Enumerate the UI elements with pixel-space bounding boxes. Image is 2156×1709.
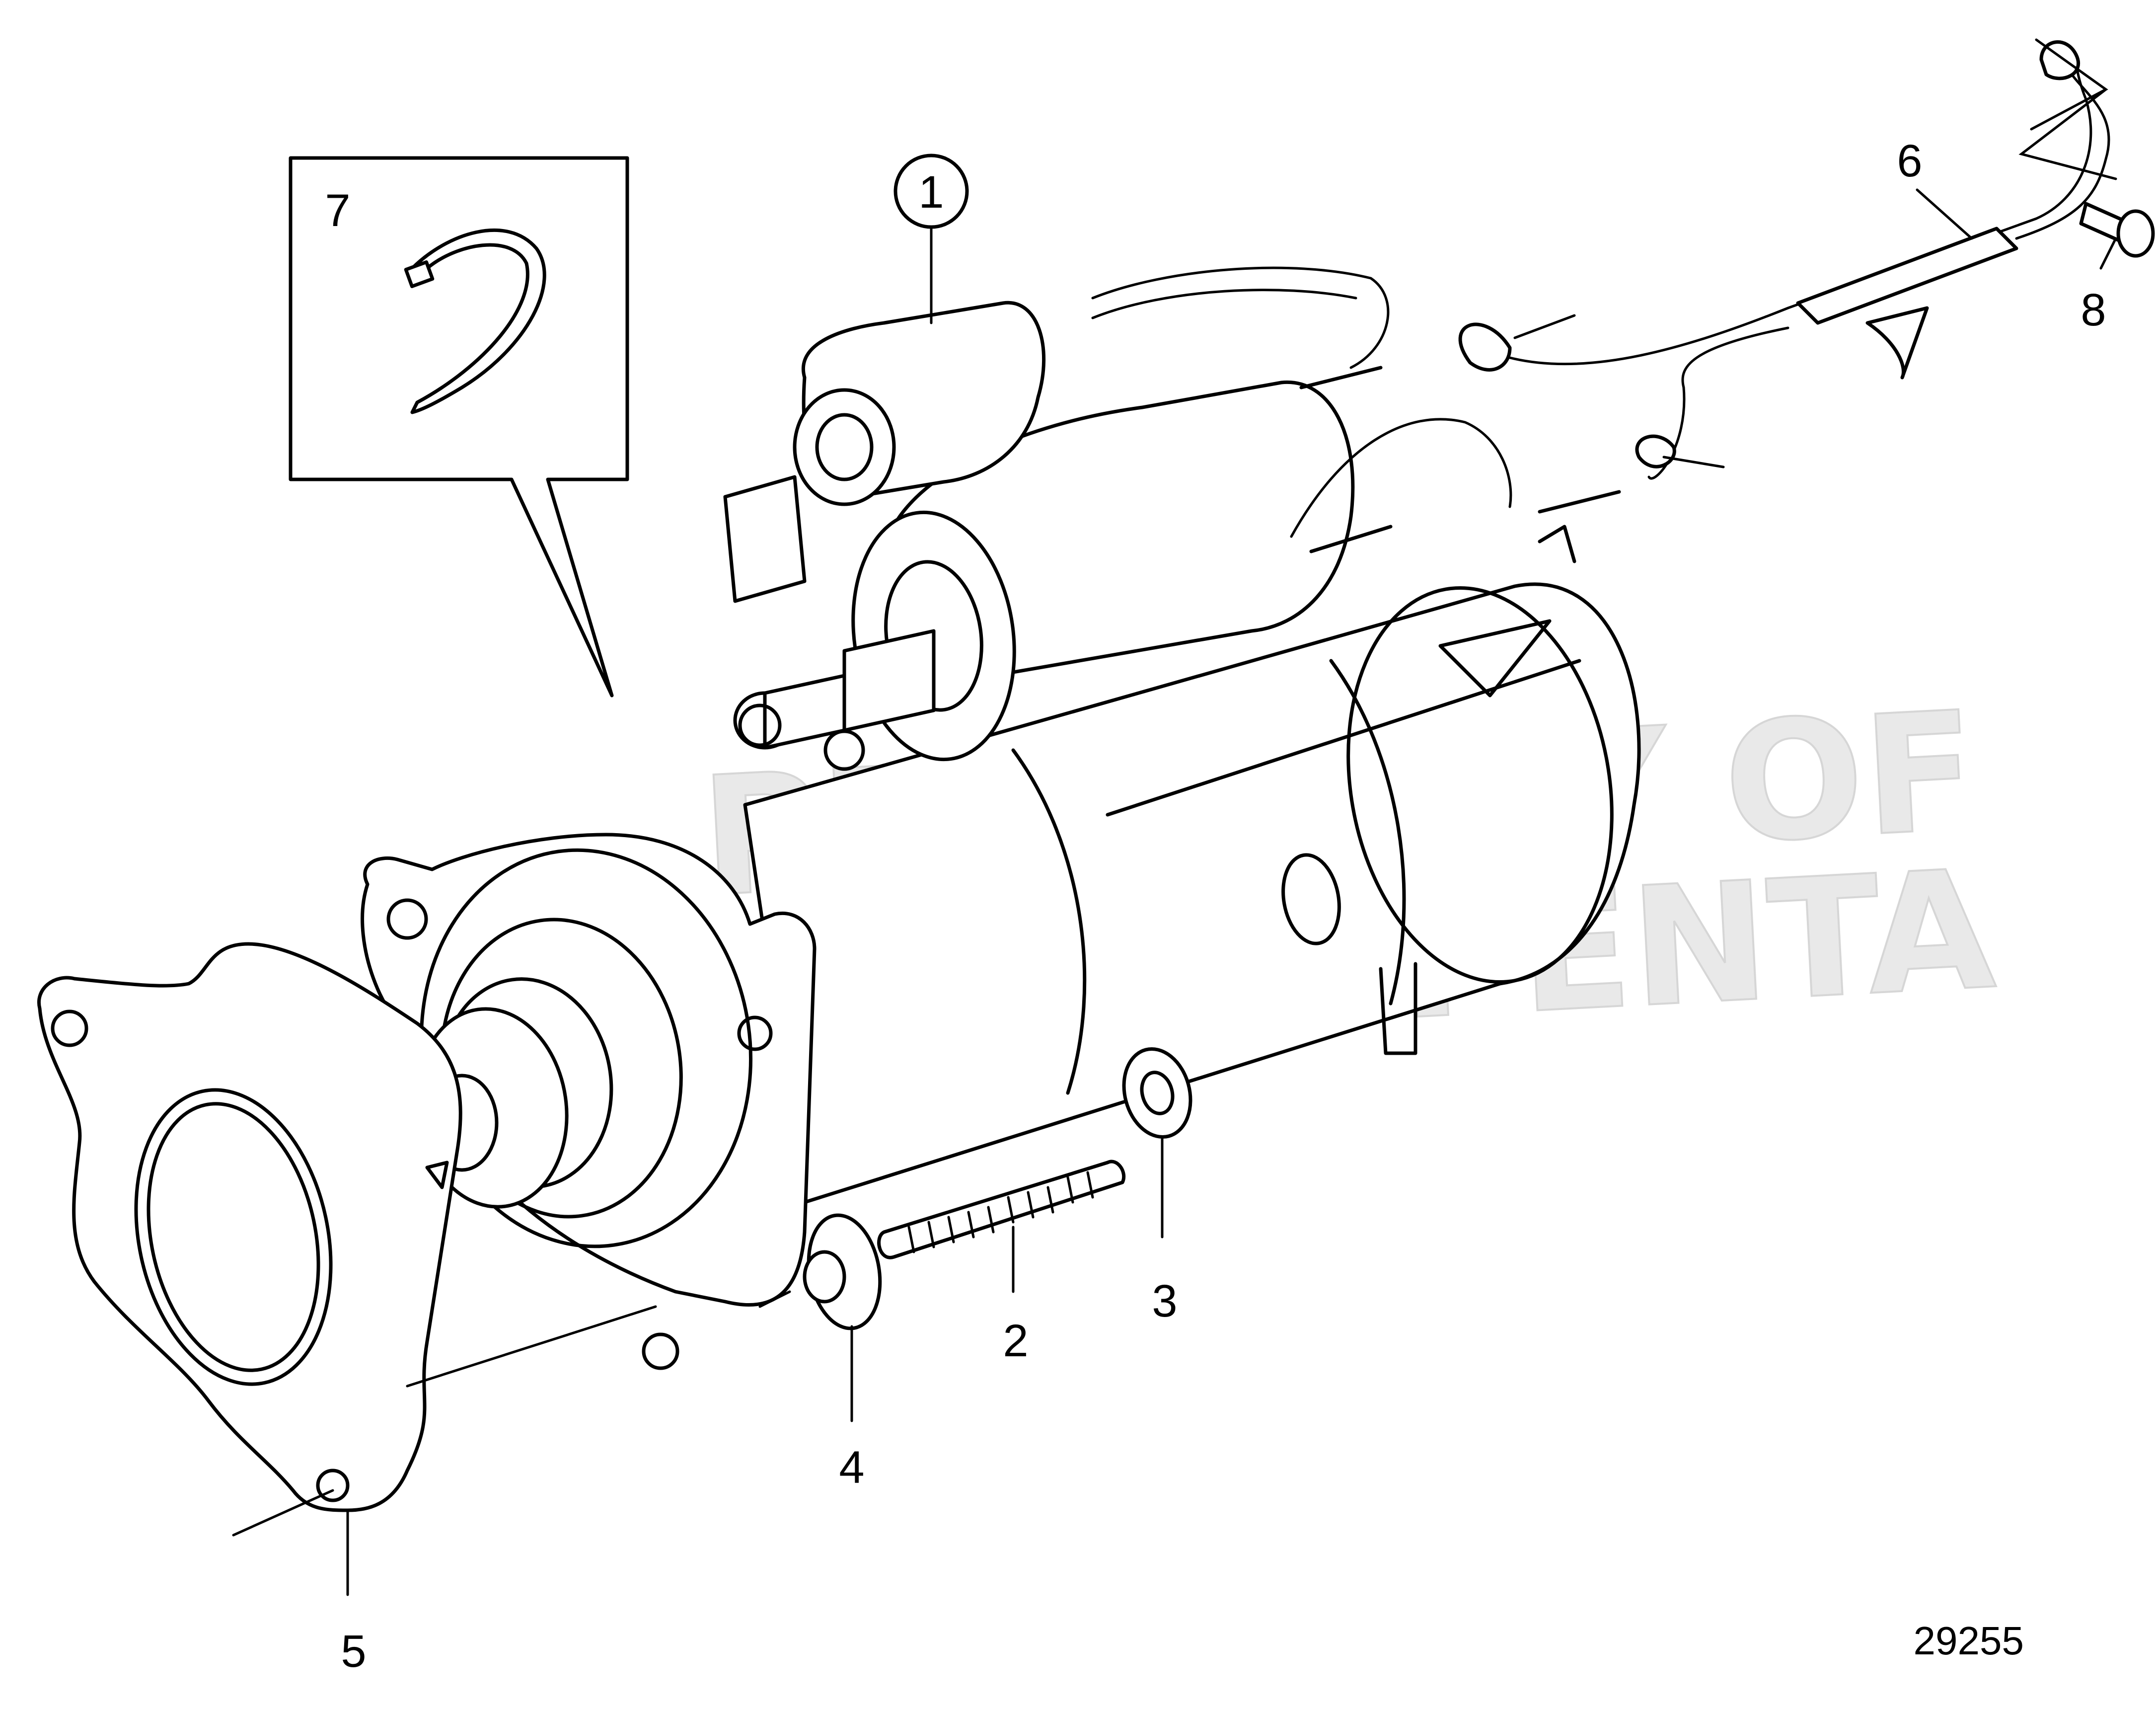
callout-5: 5	[341, 1626, 366, 1677]
callout-7: 7	[325, 185, 350, 236]
callout-8: 8	[2081, 285, 2106, 335]
callout-4: 4	[839, 1442, 864, 1493]
callout-3: 3	[1152, 1276, 1177, 1326]
intermediate-plate	[37, 942, 462, 1512]
starter-motor	[361, 266, 1641, 1370]
callout-labels: 1 2 3 4 5 6 7 8 29255	[325, 136, 2106, 1677]
drawing-reference-number: 29255	[1914, 1619, 2024, 1663]
stud-bolt	[877, 1160, 1126, 1259]
spacer	[803, 1213, 882, 1330]
callout-6: 6	[1897, 136, 1922, 186]
cable-harness	[1458, 40, 2155, 480]
callout-circle-1	[893, 154, 969, 229]
cable-tie-icon	[410, 229, 546, 414]
callout-1: 1	[918, 167, 944, 218]
flange-nut	[1122, 1047, 1192, 1139]
leader-lines	[232, 38, 2117, 1596]
cable-tie-detail-inset	[289, 156, 629, 698]
callout-2: 2	[1003, 1316, 1028, 1366]
